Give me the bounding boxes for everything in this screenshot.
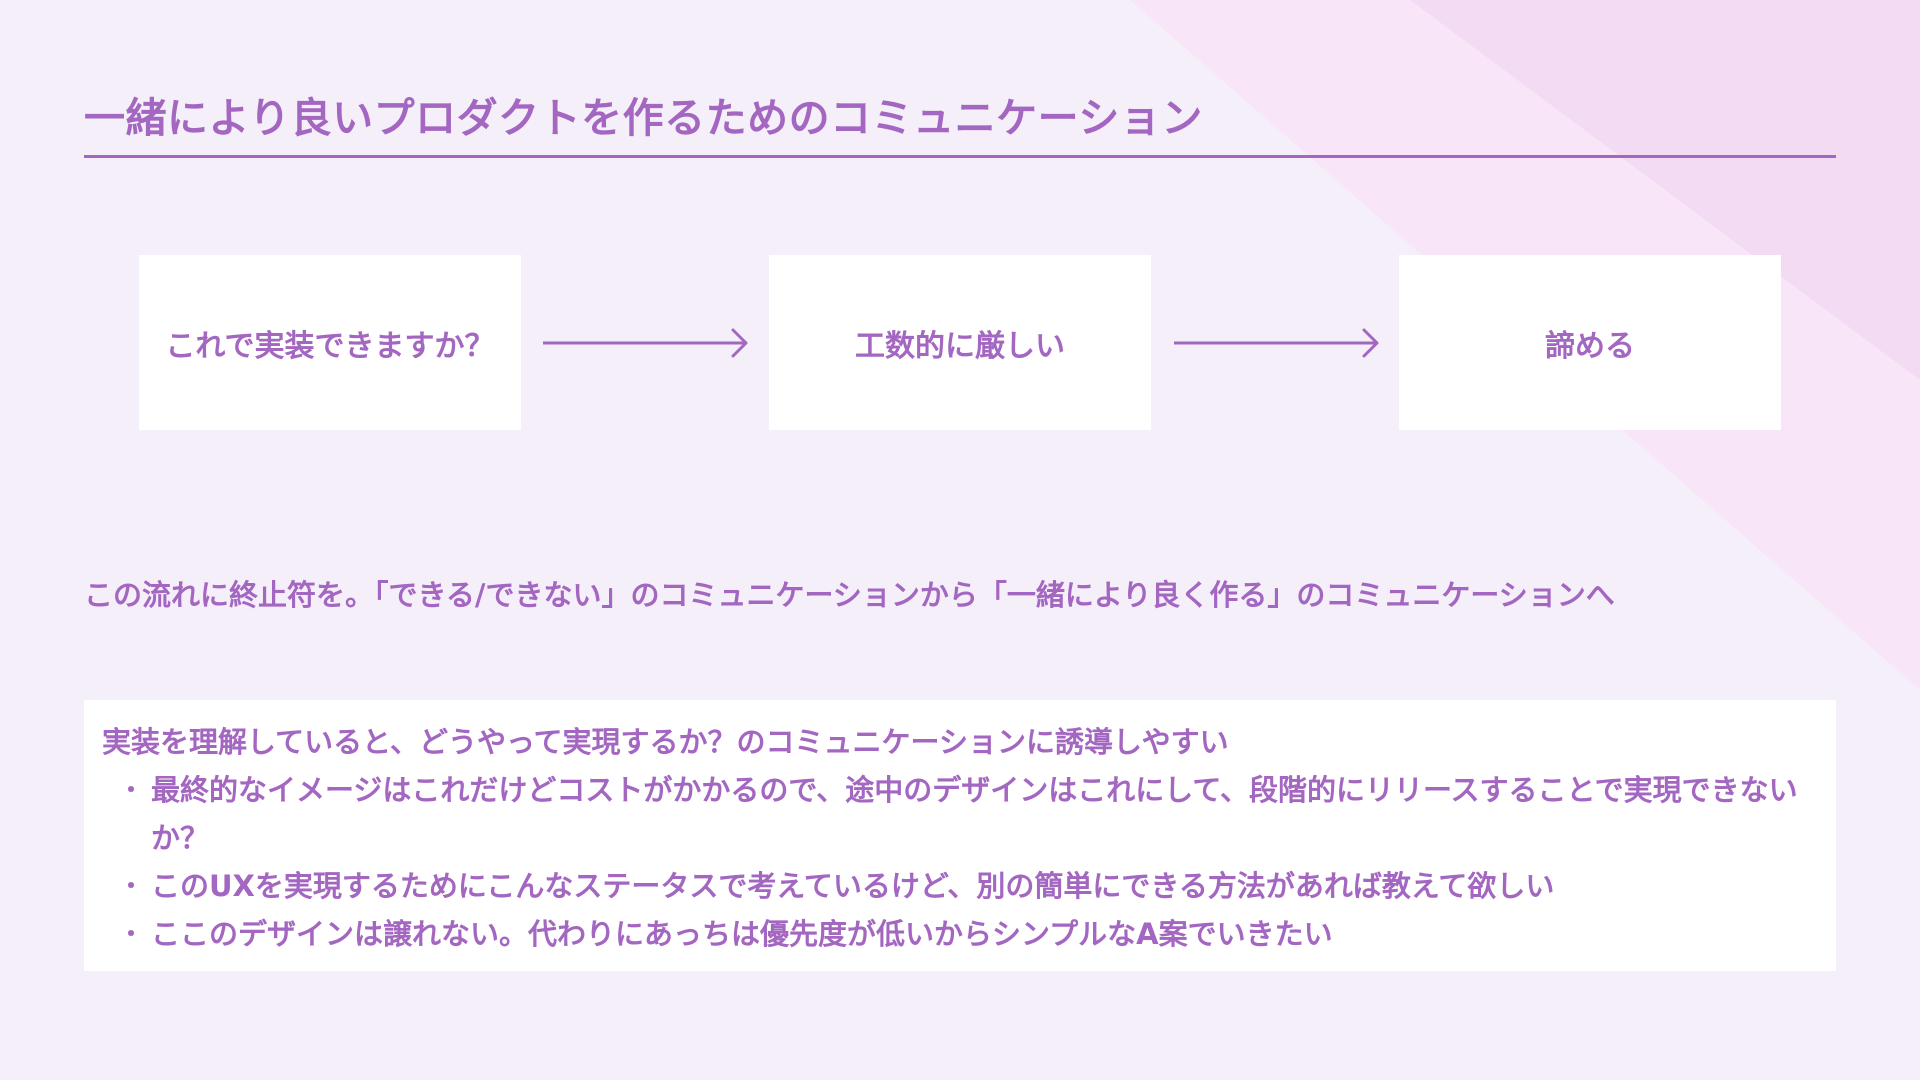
background-shape-mid [1410,0,1920,380]
right-arrow-icon [1174,328,1379,358]
slide-title: 一緒により良いプロダクトを作るためのコミュニケーション [84,94,1203,142]
note-card: 実装を理解していると、どうやって実現するか？のコミュニケーションに誘導しやすい … [84,700,1836,971]
note-heading: 実装を理解していると、どうやって実現するか？のコミュニケーションに誘導しやすい [102,725,1229,759]
flow-step-ask: これで実装できますか？ [139,255,521,430]
title-divider [84,155,1836,158]
flow-step-cost: 工数的に厳しい [769,255,1151,430]
flow-step-label: これで実装できますか？ [165,328,495,364]
key-statement: この流れに終止符を。「できる/できない」のコミュニケーションから「一緒により良く… [84,578,1615,612]
list-item: ・ 最終的なイメージはこれだけどコストがかかるので、途中のデザインはこれにして、… [102,766,1818,862]
flow-step-give-up: 諦める [1399,255,1781,430]
bullet-dot-icon: ・ [119,872,143,900]
flow-step-label: 工数的に厳しい [855,328,1065,364]
bullet-dot-icon: ・ [119,776,143,804]
note-bullet-list: ・ 最終的なイメージはこれだけどコストがかかるので、途中のデザインはこれにして、… [102,766,1818,958]
flow-step-label: 諦める [1545,328,1635,364]
bullet-dot-icon: ・ [119,920,143,948]
bullet-text: ここのデザインは譲れない。代わりにあっちは優先度が低いからシンプルなA案でいきた… [151,917,1333,951]
list-item: ・ ここのデザインは譲れない。代わりにあっちは優先度が低いからシンプルなA案でい… [102,910,1818,958]
right-arrow-icon [543,328,748,358]
bullet-text: このUXを実現するためにこんなステータスで考えているけど、別の簡単にできる方法が… [151,869,1555,903]
list-item: ・ このUXを実現するためにこんなステータスで考えているけど、別の簡単にできる方… [102,862,1818,910]
bullet-text: 最終的なイメージはこれだけどコストがかかるので、途中のデザインはこれにして、段階… [151,773,1798,855]
